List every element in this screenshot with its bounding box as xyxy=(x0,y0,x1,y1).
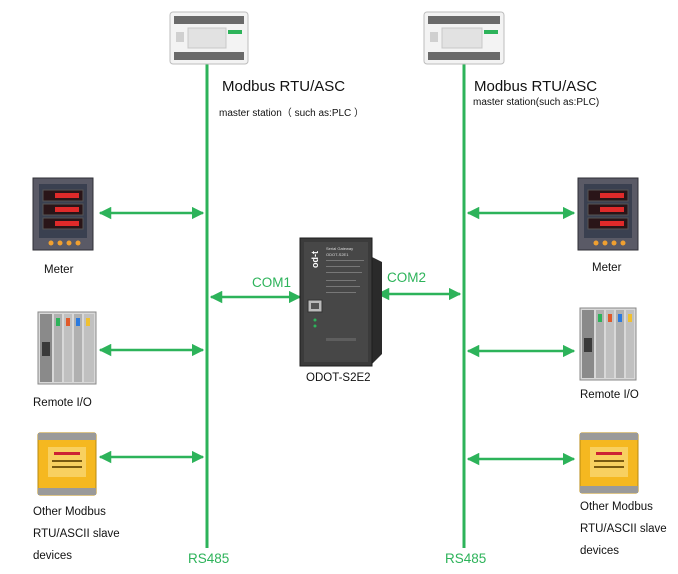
gateway-panel-line-2: ODOT-S2E1 xyxy=(326,252,349,257)
right-rs485-label: RS485 xyxy=(445,551,487,566)
gateway-name-label: ODOT-S2E2 xyxy=(306,372,371,384)
meter-icon xyxy=(32,177,94,251)
plc-icon xyxy=(169,11,249,65)
right-other-line-2: RTU/ASCII slave xyxy=(580,523,667,535)
plc-icon xyxy=(423,11,505,65)
right-meter-label: Meter xyxy=(592,262,622,274)
left-other-line-1: Other Modbus xyxy=(33,506,106,518)
left-master-subtitle: master station（ such as:PLC ） xyxy=(219,108,365,119)
right-remote-io-label: Remote I/O xyxy=(580,389,639,401)
left-rs485-label: RS485 xyxy=(188,551,230,566)
remote-io-icon xyxy=(37,311,97,385)
slave-device-icon xyxy=(579,432,639,494)
right-master-title: Modbus RTU/ASC xyxy=(474,78,598,95)
remote-io-icon xyxy=(579,307,637,381)
gateway-brand: od-t xyxy=(310,251,320,268)
left-remote-io-label: Remote I/O xyxy=(33,397,92,409)
com1-label: COM1 xyxy=(252,275,292,290)
left-master-title: Modbus RTU/ASC xyxy=(222,78,346,95)
gateway-icon: od-t Serial Gateway ODOT-S2E1 xyxy=(299,237,382,367)
meter-icon xyxy=(577,177,639,251)
left-meter-label: Meter xyxy=(44,264,74,276)
left-other-line-3: devices xyxy=(33,550,72,562)
left-other-devices-label: Other Modbus RTU/ASCII slave devices xyxy=(33,501,120,567)
right-master-subtitle: master station(such as:PLC) xyxy=(473,97,600,108)
right-other-devices-label: Other Modbus RTU/ASCII slave devices xyxy=(580,496,667,562)
slave-device-icon xyxy=(37,432,97,496)
right-other-line-1: Other Modbus xyxy=(580,501,653,513)
right-other-line-3: devices xyxy=(580,545,619,557)
com2-label: COM2 xyxy=(387,270,427,285)
gateway-panel-line-1: Serial Gateway xyxy=(326,246,353,251)
left-other-line-2: RTU/ASCII slave xyxy=(33,528,120,540)
